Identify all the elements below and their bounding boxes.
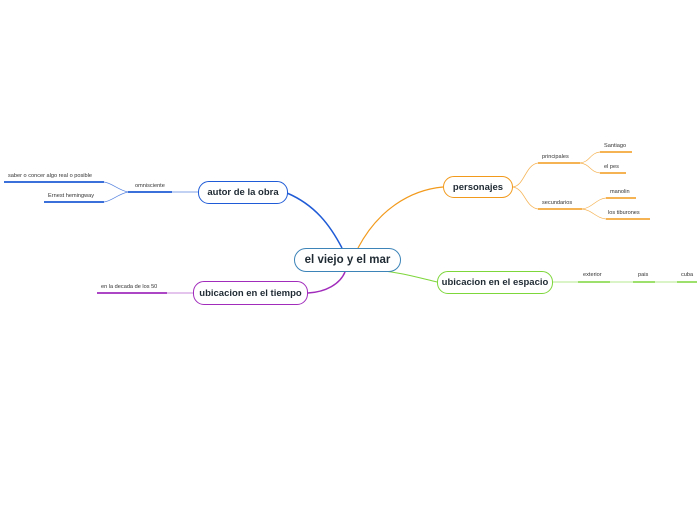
- leaf-el-pes[interactable]: el pes: [604, 164, 619, 170]
- group-secundarios[interactable]: secundarios: [542, 200, 573, 206]
- leaf-santiago[interactable]: Santiago: [604, 143, 627, 149]
- connector-principales-santiago: [579, 151, 601, 164]
- connector-omnisciente-leaf2: [103, 191, 129, 203]
- leaf-cuba[interactable]: cuba: [681, 272, 694, 278]
- connector-central-autor: [286, 192, 343, 249]
- connector-omnisciente-leaf1: [103, 181, 129, 193]
- leaf-autor-1[interactable]: saber o concer algo real o posible: [8, 173, 92, 179]
- topic-espacio-label: ubicacion en el espacio: [441, 277, 549, 288]
- connector-principales-elpes: [579, 162, 601, 174]
- topic-personajes[interactable]: personajes: [443, 176, 513, 198]
- central-topic-label: el viejo y el mar: [304, 254, 391, 266]
- topic-tiempo[interactable]: ubicacion en el tiempo: [193, 281, 308, 305]
- topic-autor[interactable]: autor de la obra: [198, 181, 288, 204]
- topic-espacio[interactable]: ubicacion en el espacio: [437, 271, 553, 294]
- central-topic[interactable]: el viejo y el mar: [294, 248, 401, 272]
- leaf-autor-2[interactable]: Ernest hemingway: [48, 193, 95, 199]
- connector-personajes-principales: [512, 162, 539, 188]
- connector-central-tiempo: [307, 271, 346, 294]
- leaf-tiempo-1[interactable]: en la decada de los 50: [101, 284, 158, 290]
- leaf-manolin[interactable]: manolin: [610, 189, 630, 195]
- connector-secundarios-manolin: [581, 197, 607, 210]
- topic-autor-label: autor de la obra: [207, 187, 279, 198]
- connector-central-personajes: [357, 186, 444, 249]
- leaf-tiburones[interactable]: los tiburones: [608, 210, 640, 216]
- topic-tiempo-label: ubicacion en el tiempo: [199, 287, 302, 299]
- connector-secundarios-tiburones: [581, 208, 607, 220]
- topic-personajes-label: personajes: [452, 181, 504, 193]
- connector-personajes-secundarios: [512, 186, 539, 210]
- leaf-exterior[interactable]: exterior: [583, 272, 602, 278]
- leaf-pais[interactable]: pais: [638, 272, 649, 278]
- subtopic-omnisciente[interactable]: omnisciente: [135, 183, 165, 189]
- group-principales[interactable]: principales: [542, 154, 569, 160]
